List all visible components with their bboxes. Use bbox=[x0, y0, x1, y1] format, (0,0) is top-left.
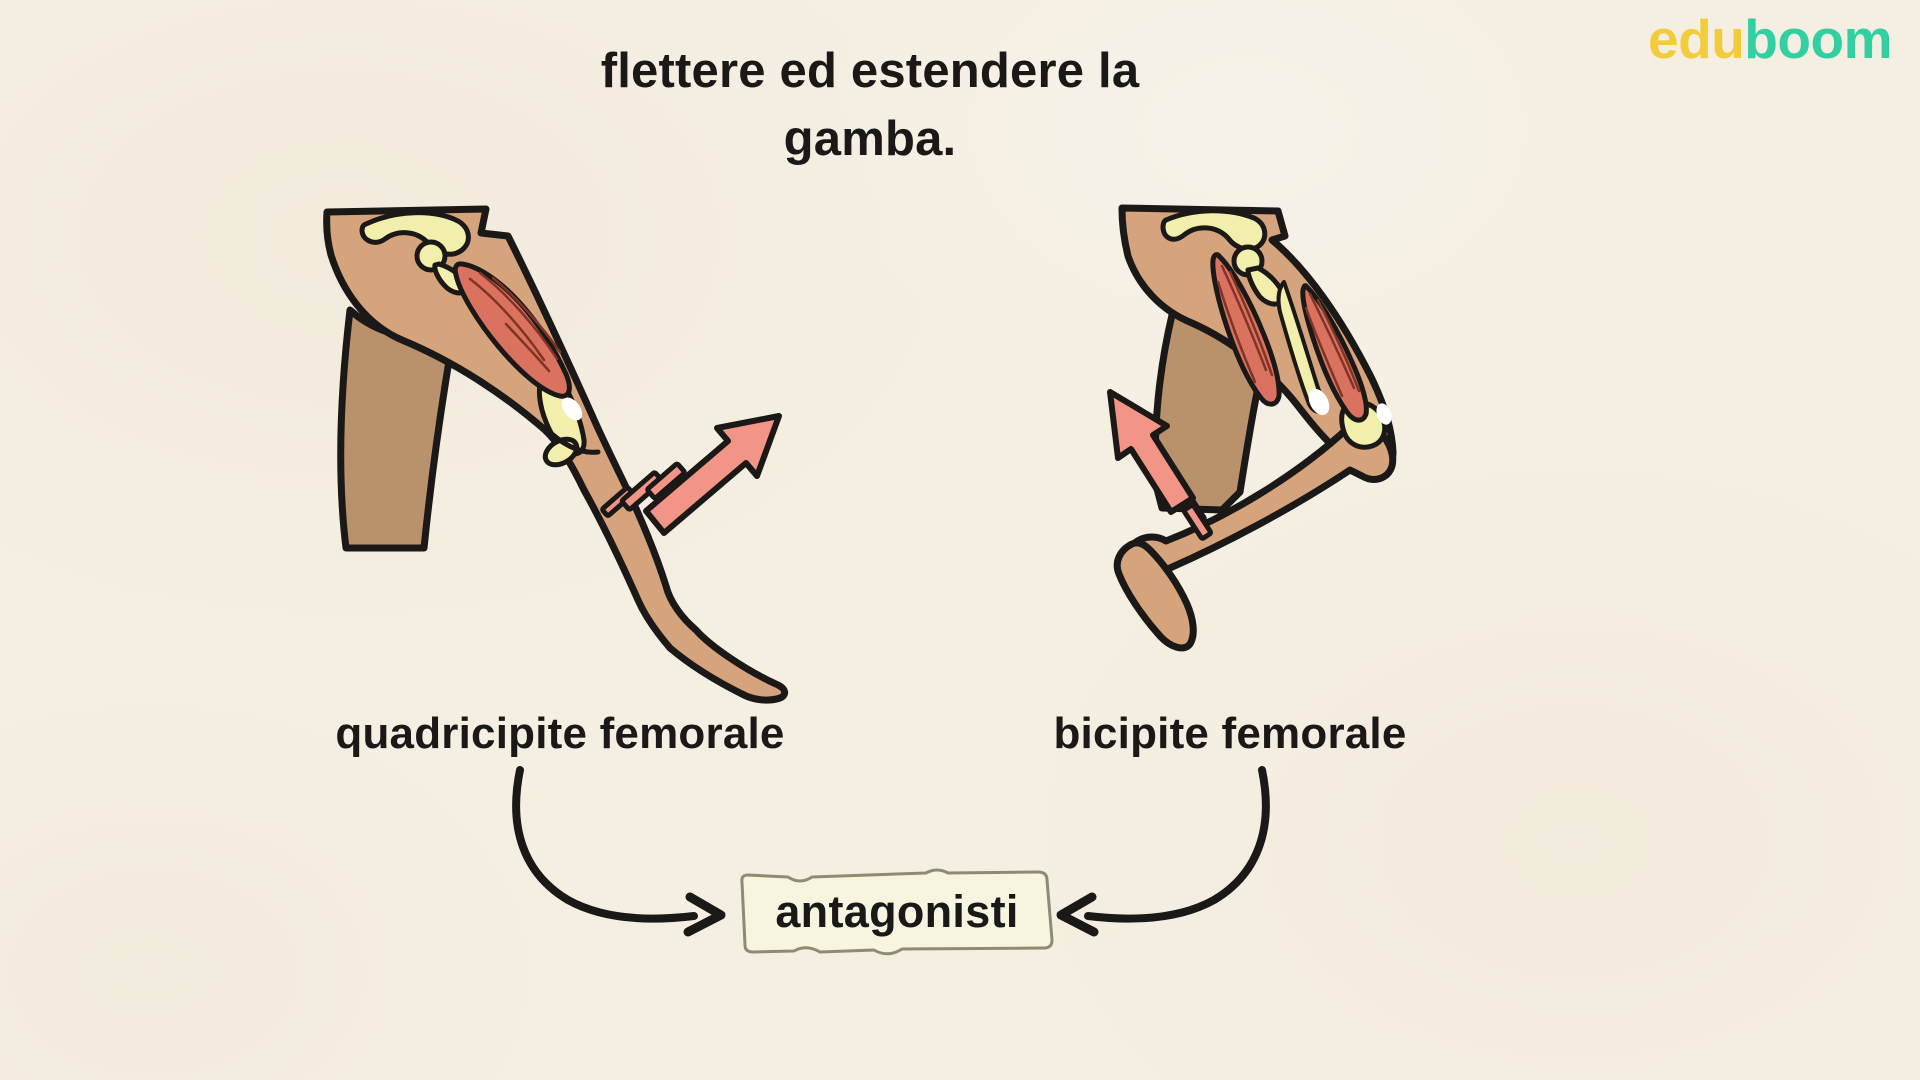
knee-contour-line bbox=[542, 425, 601, 455]
motion-dashes bbox=[600, 461, 687, 518]
extended-leg-shape bbox=[323, 205, 789, 704]
curved-arrow-right-head bbox=[683, 892, 726, 937]
femur-bone bbox=[1276, 280, 1328, 414]
muscle-striations bbox=[468, 271, 562, 373]
arrow-up-right-icon bbox=[643, 413, 782, 536]
antagonisti-box-outline bbox=[740, 868, 1054, 956]
knee-highlight bbox=[561, 397, 583, 421]
title-line1: flettere ed estendere la bbox=[600, 44, 1140, 98]
logo-edu: edu bbox=[1648, 8, 1745, 70]
extended-leg-illustration bbox=[323, 205, 789, 704]
title-line2: gamba. bbox=[783, 111, 957, 166]
eduboom-logo: eduboom bbox=[1648, 12, 1892, 67]
hamstring-muscle-back bbox=[1300, 283, 1369, 423]
hamstring-muscle-front bbox=[1210, 252, 1282, 407]
logo-boom: boom bbox=[1744, 8, 1892, 70]
muscle-striations bbox=[1216, 264, 1361, 398]
foot-shape bbox=[1113, 539, 1197, 652]
flexed-leg-illustration bbox=[1107, 204, 1397, 652]
curved-arrow-left-head bbox=[1056, 892, 1099, 937]
label-bicipite-femorale: bicipite femorale bbox=[1053, 709, 1407, 758]
antagonisti-box: antagonisti bbox=[775, 886, 1019, 937]
tendon-highlight-back bbox=[1376, 403, 1392, 425]
lesson-title: flettere ed estendere la gamba. bbox=[480, 38, 1260, 173]
curved-arrow-left-icon bbox=[1084, 766, 1270, 923]
arrow-up-left-icon bbox=[1107, 389, 1196, 515]
curved-arrow-right-icon bbox=[512, 766, 698, 923]
femur-neck-bone bbox=[1245, 265, 1289, 307]
label-quadricipite-femorale: quadricipite femorale bbox=[335, 709, 785, 758]
pelvis-bone bbox=[1160, 208, 1268, 252]
tendon-highlight-front bbox=[1308, 388, 1330, 416]
